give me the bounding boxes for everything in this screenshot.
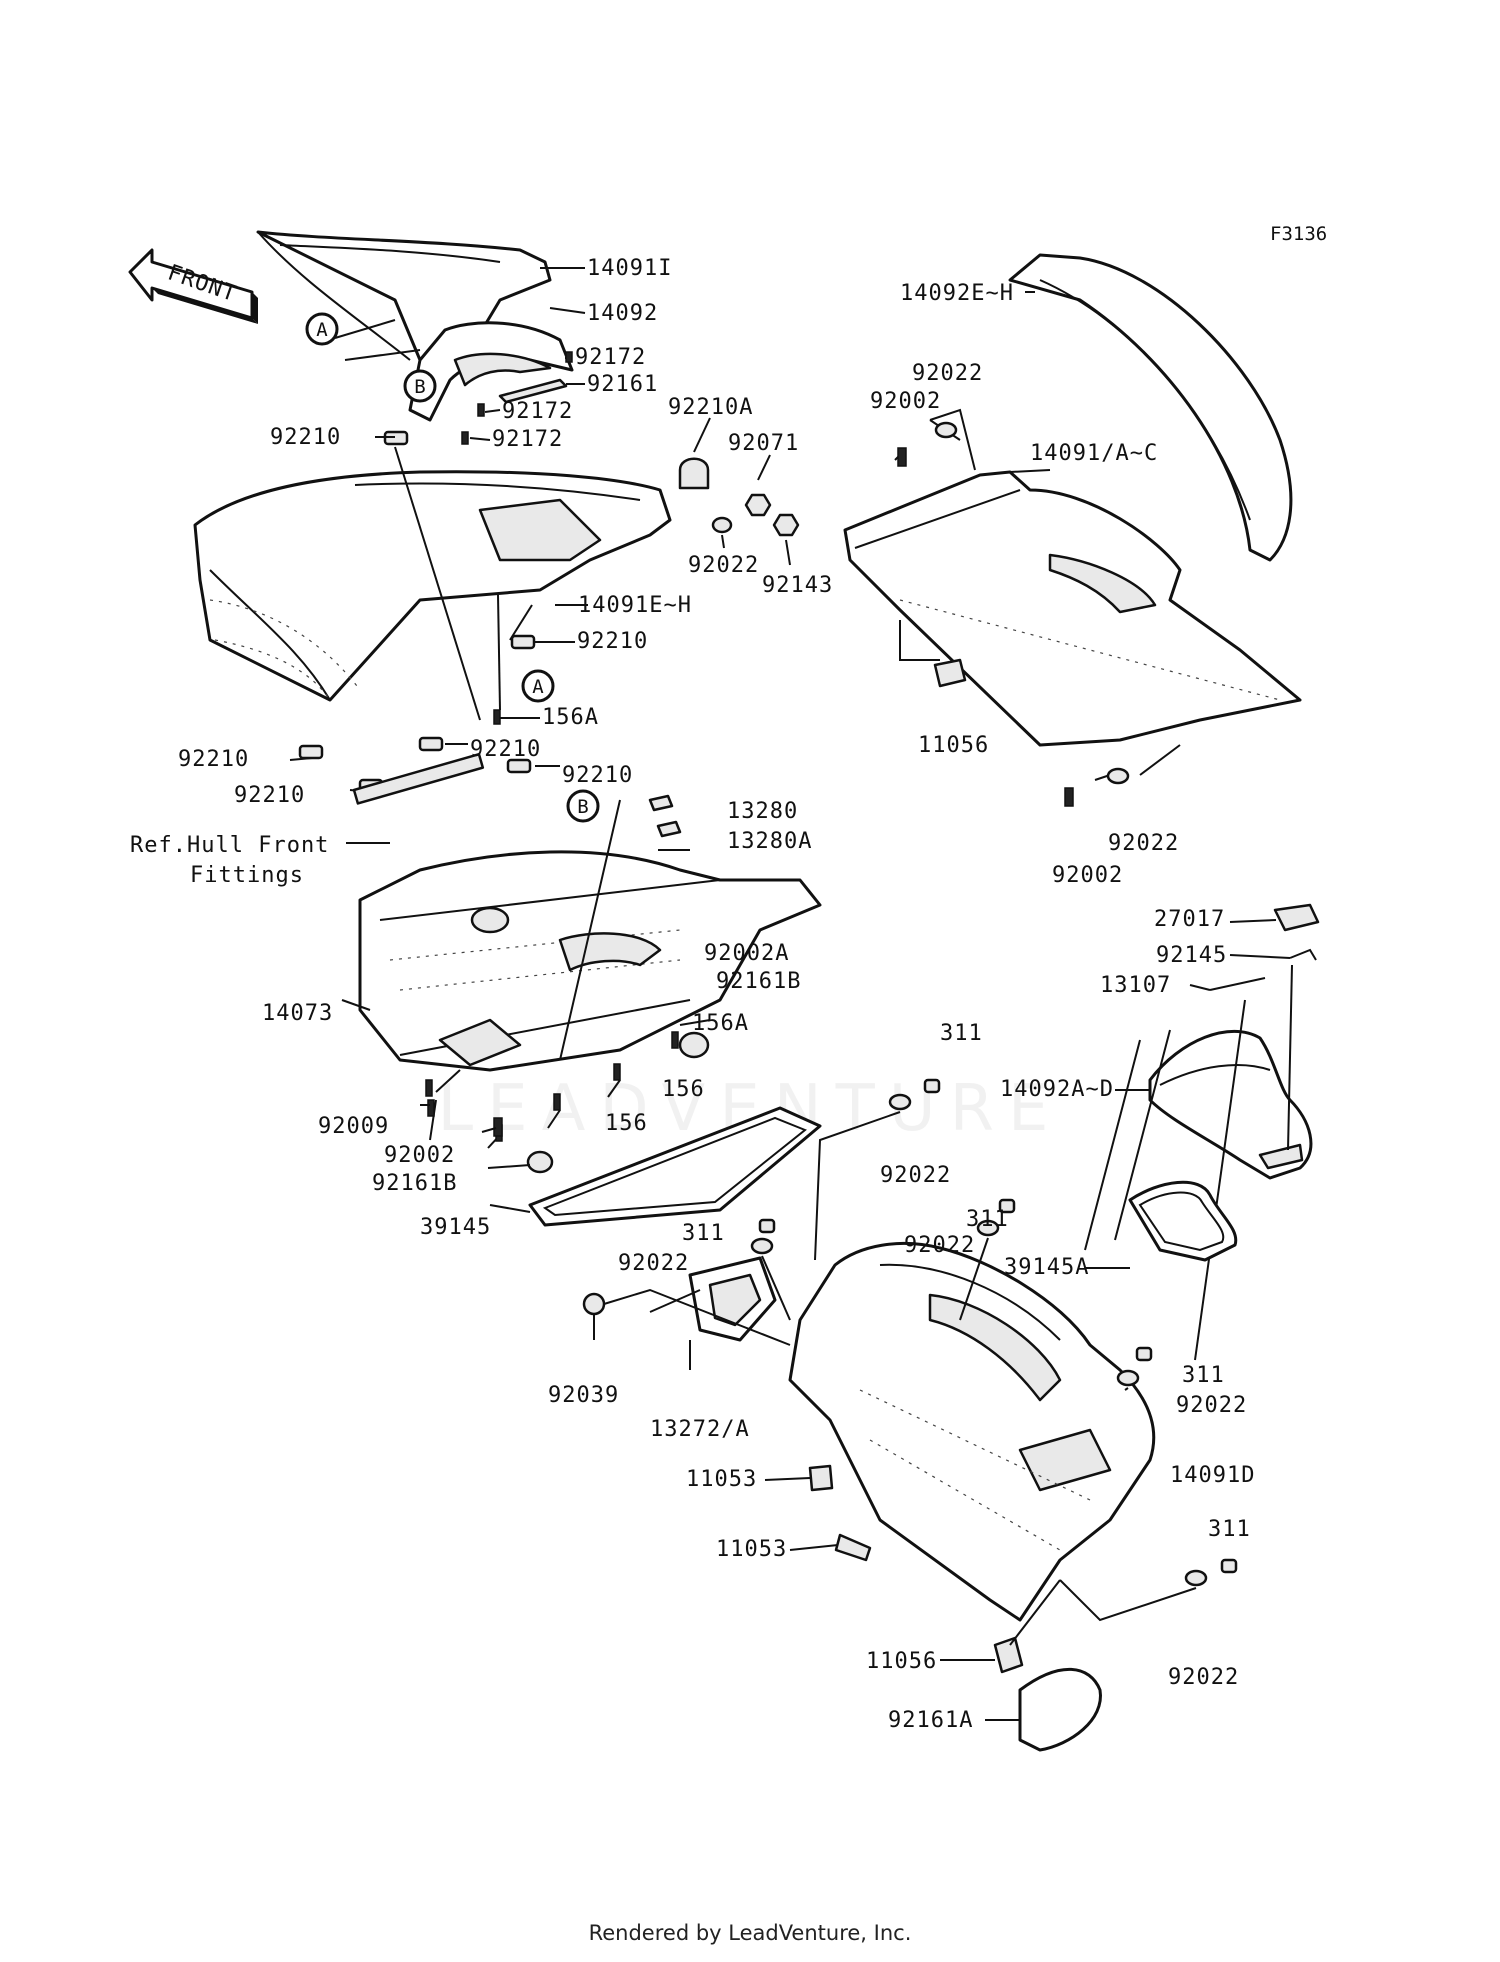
label-92210-f: 92210	[562, 763, 633, 788]
label-92022-a: 92022	[688, 553, 759, 578]
label-92210-b: 92210	[577, 629, 648, 654]
label-39145: 39145	[420, 1215, 491, 1240]
part-27017	[1273, 903, 1320, 932]
part-92161-strip	[498, 378, 568, 404]
label-311-c: 311	[966, 1207, 1009, 1232]
label-92161B-a: 92161B	[716, 969, 801, 994]
label-92210A: 92210A	[668, 395, 753, 420]
part-14091-A-C	[843, 470, 1302, 747]
label-92145: 92145	[1156, 943, 1227, 968]
label-92161B-b: 92161B	[372, 1171, 457, 1196]
label-92172-b: 92172	[502, 399, 573, 424]
label-14073: 14073	[262, 1001, 333, 1026]
part-14092E-H	[1008, 253, 1293, 562]
label-11056-a: 11056	[918, 733, 989, 758]
label-92172-c: 92172	[492, 427, 563, 452]
svg-text:B: B	[577, 796, 588, 818]
callout-A-mid: A	[521, 669, 555, 703]
callout-B-mid: B	[566, 789, 600, 823]
label-92210-c: 92210	[178, 747, 249, 772]
label-92022-h: 92022	[1168, 1665, 1239, 1690]
part-13272A	[688, 1256, 777, 1342]
part-14092	[408, 321, 574, 422]
label-92161: 92161	[587, 372, 658, 397]
label-311-d: 311	[1182, 1363, 1225, 1388]
label-92002-b: 92002	[1052, 863, 1123, 888]
label-92022-f: 92022	[904, 1233, 975, 1258]
label-39145A: 39145A	[1004, 1255, 1089, 1280]
label-92172-a: 92172	[575, 345, 646, 370]
figure-id: F3136	[1270, 223, 1327, 245]
reference-note-line1: Ref.Hull Front	[130, 833, 329, 858]
label-92210-e: 92210	[470, 737, 541, 762]
label-13272A: 13272/A	[650, 1417, 750, 1442]
label-92022-c: 92022	[1108, 831, 1179, 856]
label-92009: 92009	[318, 1114, 389, 1139]
label-14091D: 14091D	[1170, 1463, 1255, 1488]
callout-B-top: B	[403, 369, 437, 403]
callout-A-top: A	[305, 312, 339, 346]
label-13280A: 13280A	[727, 829, 812, 854]
part-39145	[528, 1106, 822, 1227]
svg-text:B: B	[414, 376, 425, 398]
front-arrow: FRONT	[128, 248, 258, 324]
label-14092E-H: 14092E~H	[900, 281, 1014, 306]
label-156A-b: 156A	[692, 1011, 749, 1036]
reference-note-line2: Fittings	[190, 863, 304, 888]
label-14092A-D: 14092A~D	[1000, 1077, 1114, 1102]
label-13107: 13107	[1100, 973, 1171, 998]
label-14091I: 14091I	[587, 256, 672, 281]
label-14091E-H: 14091E~H	[578, 593, 692, 618]
label-311-e: 311	[1208, 1517, 1251, 1542]
label-156-b: 156	[605, 1111, 648, 1136]
label-92161A: 92161A	[888, 1708, 973, 1733]
label-14092: 14092	[587, 301, 658, 326]
part-14091D	[788, 1242, 1156, 1622]
label-156-a: 156	[662, 1077, 705, 1102]
label-156A-a: 156A	[542, 705, 599, 730]
label-layer: 14091I 14092 92172 92161 92172 92172 922…	[178, 256, 1255, 1733]
label-27017: 27017	[1154, 907, 1225, 932]
label-11056-b: 11056	[866, 1649, 937, 1674]
svg-text:A: A	[316, 319, 328, 341]
label-92002-c: 92002	[384, 1143, 455, 1168]
label-92022-e: 92022	[618, 1251, 689, 1276]
label-92002-a: 92002	[870, 389, 941, 414]
label-92022-b: 92022	[912, 361, 983, 386]
label-11053-b: 11053	[716, 1537, 787, 1562]
svg-text:A: A	[532, 676, 544, 698]
label-311-b: 311	[682, 1221, 725, 1246]
label-92210-d: 92210	[234, 783, 305, 808]
label-11053-a: 11053	[686, 1467, 757, 1492]
part-39145A	[1128, 1180, 1238, 1262]
label-311-a: 311	[940, 1021, 983, 1046]
part-14091E-H	[193, 470, 672, 702]
label-92210-a: 92210	[270, 425, 341, 450]
footer-credit: Rendered by LeadVenture, Inc.	[589, 1921, 912, 1945]
label-92002A: 92002A	[704, 941, 789, 966]
label-13280: 13280	[727, 799, 798, 824]
label-14091-A-C: 14091/A~C	[1030, 441, 1158, 466]
label-92039: 92039	[548, 1383, 619, 1408]
label-92143: 92143	[762, 573, 833, 598]
label-92022-d: 92022	[880, 1163, 951, 1188]
label-92071: 92071	[728, 431, 799, 456]
label-92022-g: 92022	[1176, 1393, 1247, 1418]
part-14073	[358, 850, 822, 1072]
